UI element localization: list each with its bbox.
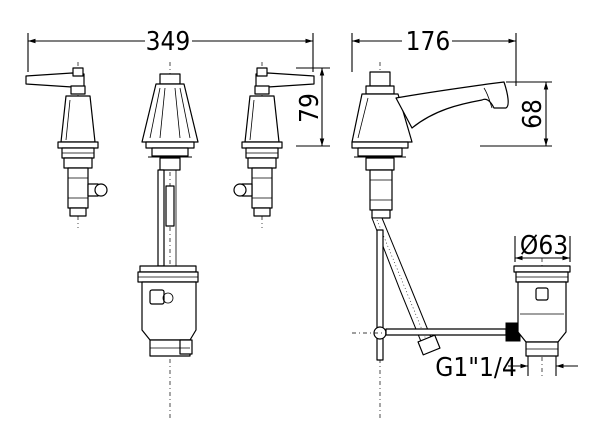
right-valve <box>233 62 315 228</box>
dimension-waste-diameter-label: Ø63 <box>520 231 568 261</box>
dimension-width-label: 349 <box>146 27 191 57</box>
dimension-spout-height: 68 <box>480 81 552 147</box>
dimension-handle-height: 79 <box>295 67 330 147</box>
dimension-thread: G1"1/4 <box>435 353 578 383</box>
side-waste <box>513 258 571 376</box>
dimension-waste-diameter: Ø63 <box>514 231 571 262</box>
dimension-depth: 176 <box>351 27 517 86</box>
dimension-thread-label: G1"1/4 <box>435 353 516 383</box>
dimension-spout-height-label: 68 <box>518 99 548 129</box>
dimension-depth-label: 176 <box>406 27 451 57</box>
dimension-width: 349 <box>27 27 314 72</box>
left-valve <box>25 62 108 228</box>
dimension-handle-height-label: 79 <box>295 93 325 123</box>
side-hose <box>352 217 521 361</box>
centre-spout <box>137 62 199 420</box>
